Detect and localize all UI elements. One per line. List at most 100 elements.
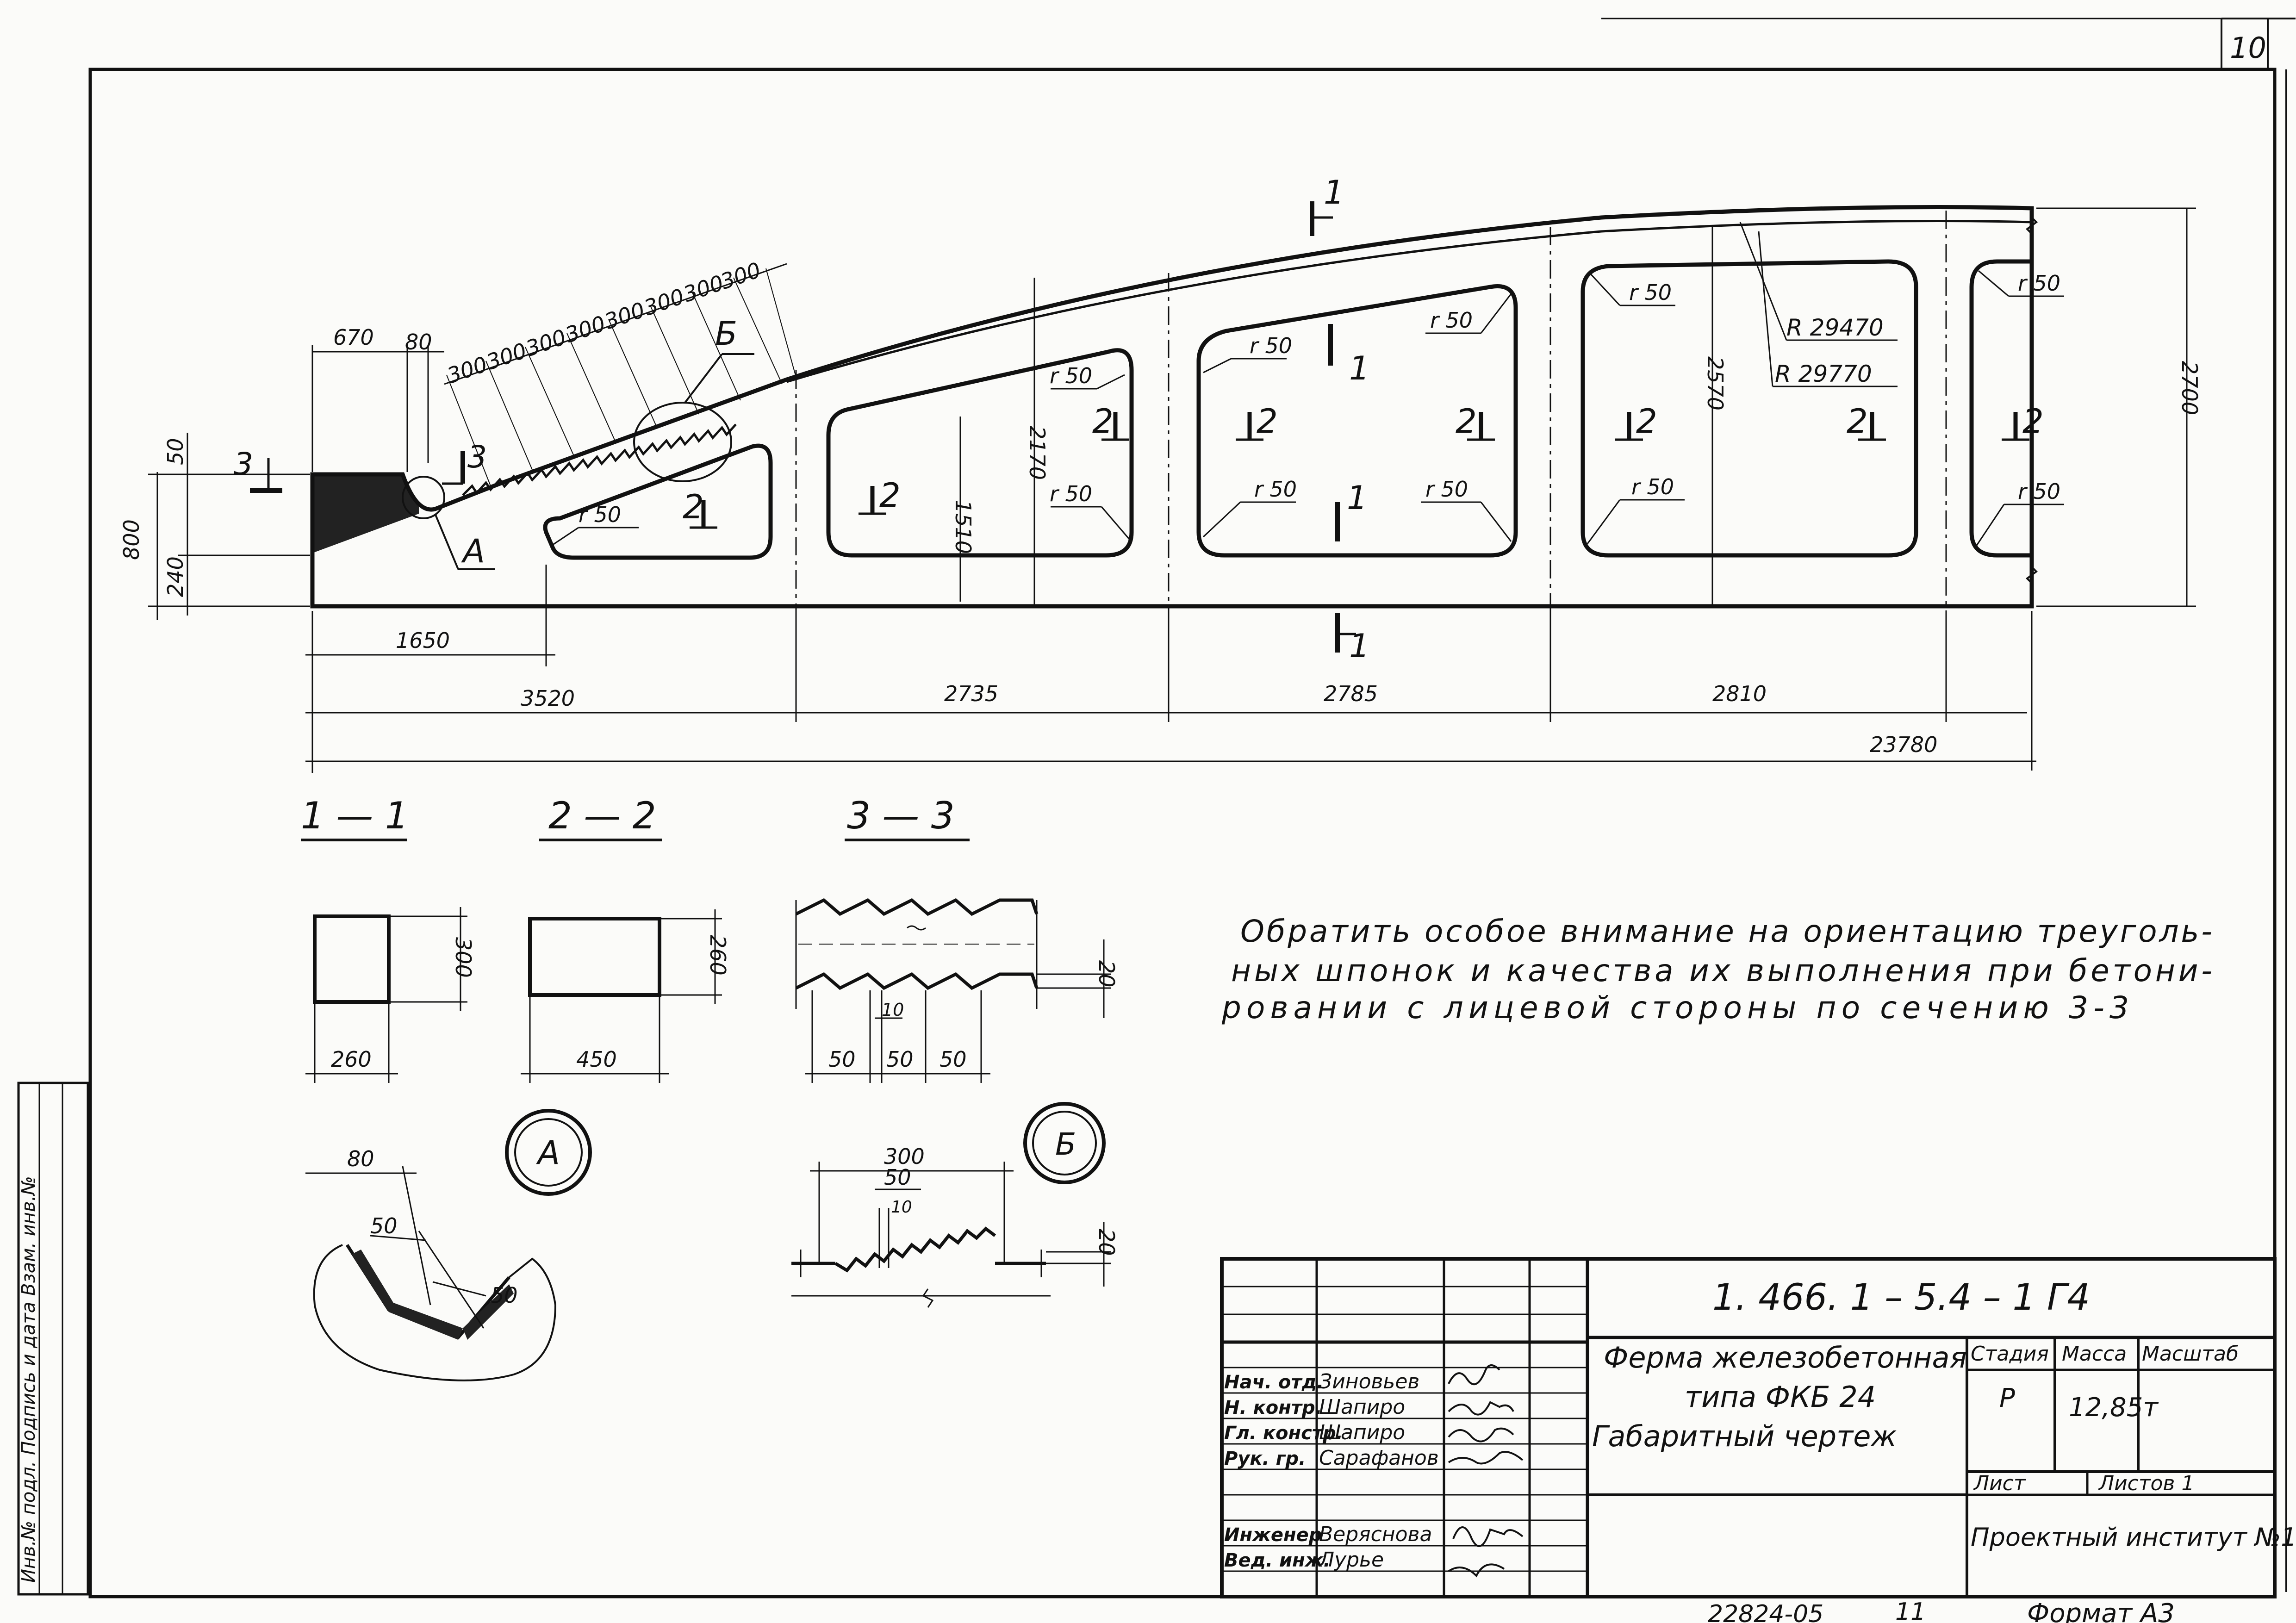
- svg-text:1: 1: [1347, 479, 1368, 517]
- svg-text:80: 80: [405, 330, 432, 354]
- svg-text:2: 2: [1092, 402, 1114, 441]
- note-line-2: ных шпонок и качества их выполнения при …: [1231, 953, 2212, 989]
- svg-text:1: 1: [1324, 174, 1344, 211]
- svg-text:Нач. отд.: Нач. отд.: [1224, 1372, 1324, 1393]
- svg-text:300: 300: [562, 311, 609, 348]
- svg-text:50: 50: [886, 1047, 914, 1072]
- svg-text:Гл. констр.: Гл. констр.: [1224, 1423, 1343, 1444]
- mass-value: 12,85т: [2069, 1393, 2159, 1423]
- svg-text:Шапиро: Шапиро: [1319, 1395, 1405, 1419]
- svg-text:300: 300: [601, 297, 648, 334]
- svg-text:300: 300: [641, 284, 688, 321]
- svg-text:r 50: r 50: [1631, 474, 1674, 499]
- svg-text:1510: 1510: [951, 500, 976, 554]
- svg-text:50: 50: [370, 1213, 398, 1238]
- signature-names: Зиновьев Шапиро Шапиро Сарафанов Верясно…: [1318, 1370, 1439, 1572]
- note-line-1: Обратить особое внимание на ориентацию т…: [1240, 914, 2212, 949]
- page-number: 10: [2230, 31, 2266, 65]
- svg-text:240: 240: [163, 556, 188, 597]
- svg-text:50: 50: [163, 438, 188, 465]
- svg-text:2: 2: [683, 487, 704, 526]
- title-block: 1. 466. 1 – 5.4 – 1 Г4 Нач. отд. Н. конт…: [1220, 1257, 2296, 1598]
- svg-text:2785: 2785: [1324, 681, 1378, 706]
- svg-text:2: 2: [2022, 402, 2044, 441]
- svg-text:300: 300: [444, 351, 491, 388]
- sheets-count: Листов 1: [2098, 1472, 2194, 1495]
- callout-a: А: [461, 532, 485, 570]
- svg-text:800: 800: [119, 519, 144, 560]
- serrated-shear-key: [462, 423, 737, 496]
- scale-label: Масштаб: [2142, 1342, 2239, 1366]
- svg-text:Веряснова: Веряснова: [1319, 1523, 1432, 1546]
- svg-text:r 50: r 50: [579, 502, 621, 527]
- opening-5: [1969, 259, 2032, 558]
- section-1-1-title: 1 — 1: [301, 794, 409, 837]
- svg-text:260: 260: [331, 1047, 372, 1072]
- svg-text:Сарафанов: Сарафанов: [1319, 1446, 1439, 1470]
- svg-text:2735: 2735: [944, 681, 998, 706]
- radius-labels: R 29470 R 29770: [1739, 222, 1898, 387]
- section-3-3-title: 3 — 3: [847, 794, 955, 837]
- side-stamp: Инв.№ подл. Подпись и дата Взам. инв.№: [17, 1082, 89, 1596]
- stage-label: Стадия: [1971, 1342, 2049, 1366]
- svg-text:Инженер: Инженер: [1224, 1524, 1322, 1546]
- svg-text:3: 3: [234, 446, 253, 482]
- svg-text:3520: 3520: [521, 686, 575, 711]
- institute-name: Проектный институт №1: [1971, 1523, 2296, 1552]
- sheet-frame: [88, 18, 2296, 1598]
- svg-text:2570: 2570: [1703, 356, 1728, 410]
- svg-text:80: 80: [347, 1146, 374, 1171]
- svg-text:20: 20: [1094, 1229, 1119, 1256]
- svg-text:2170: 2170: [1025, 426, 1050, 480]
- svg-text:450: 450: [576, 1047, 617, 1072]
- svg-text:Шапиро: Шапиро: [1319, 1421, 1405, 1444]
- svg-text:20: 20: [1094, 960, 1119, 988]
- truss-elevation: А Б 3 3 1 1 1 1 2 2 2 2: [119, 174, 2202, 773]
- svg-text:1: 1: [1349, 627, 1370, 665]
- svg-text:Зиновьев: Зиновьев: [1319, 1370, 1419, 1393]
- section-marks-2: 2 2 2 2 2 2 2 2: [683, 402, 2044, 529]
- svg-text:23780: 23780: [1870, 732, 1937, 757]
- svg-text:Габаритный чертеж: Габаритный чертеж: [1592, 1419, 1897, 1453]
- svg-text:Н. контр.: Н. контр.: [1224, 1397, 1322, 1418]
- sheet-format: Формат А3: [2027, 1598, 2175, 1623]
- sheet-label: Лист: [1973, 1472, 2026, 1495]
- svg-text:R 29470: R 29470: [1786, 314, 1884, 341]
- side-stamp-text: Инв.№ подл. Подпись и дата Взам. инв.№: [18, 1176, 39, 1583]
- stage-value: Р: [1999, 1383, 2015, 1413]
- svg-text:260: 260: [705, 935, 730, 976]
- section-2-2-title: 2 — 2: [548, 794, 656, 837]
- svg-text:Лурье: Лурье: [1318, 1548, 1384, 1572]
- svg-text:1: 1: [1349, 349, 1370, 387]
- svg-text:1650: 1650: [396, 628, 450, 653]
- svg-text:R 29770: R 29770: [1775, 361, 1872, 387]
- svg-text:670: 670: [333, 325, 374, 350]
- svg-text:Вед. инж.: Вед. инж.: [1224, 1550, 1331, 1571]
- svg-text:r 50: r 50: [1050, 363, 1092, 388]
- svg-text:50: 50: [491, 1283, 518, 1308]
- svg-text:типа ФКБ 24: типа ФКБ 24: [1685, 1380, 1876, 1414]
- svg-text:300: 300: [717, 257, 764, 294]
- detail-b: Б 300 50 10 20: [791, 1102, 1119, 1308]
- svg-text:r 50: r 50: [1430, 308, 1473, 333]
- top-dimensions: 670 80 300 300 300 300 300 300 300 300: [311, 257, 796, 486]
- detail-a: А 80 50 50: [305, 1109, 592, 1381]
- section-3-3: 3 — 3 20 10 50 50 50: [795, 794, 1119, 1083]
- truss-outline: [310, 205, 2034, 609]
- opening-3: [1196, 284, 1518, 558]
- section-mark-1: 1 1 1 1: [1310, 174, 1370, 665]
- technical-note: Обратить особое внимание на ориентацию т…: [1221, 914, 2212, 1026]
- svg-text:r 50: r 50: [1425, 477, 1468, 502]
- svg-text:300: 300: [884, 1144, 925, 1169]
- mass-label: Масса: [2062, 1342, 2127, 1366]
- fillet-labels: r 50 r 50 r 50 r 50 r 50 r 50 r 50 r 50 …: [550, 270, 2064, 547]
- svg-text:Ферма железобетонная: Ферма железобетонная: [1604, 1341, 1967, 1374]
- svg-text:2: 2: [1456, 402, 1477, 441]
- opening-4: [1580, 259, 1918, 558]
- support-end-hatch: [312, 474, 419, 553]
- callout-b: Б: [715, 315, 737, 353]
- detail-b-label: Б: [1055, 1126, 1076, 1162]
- svg-text:Рук. гр.: Рук. гр.: [1224, 1448, 1306, 1469]
- opening-2: [826, 348, 1134, 558]
